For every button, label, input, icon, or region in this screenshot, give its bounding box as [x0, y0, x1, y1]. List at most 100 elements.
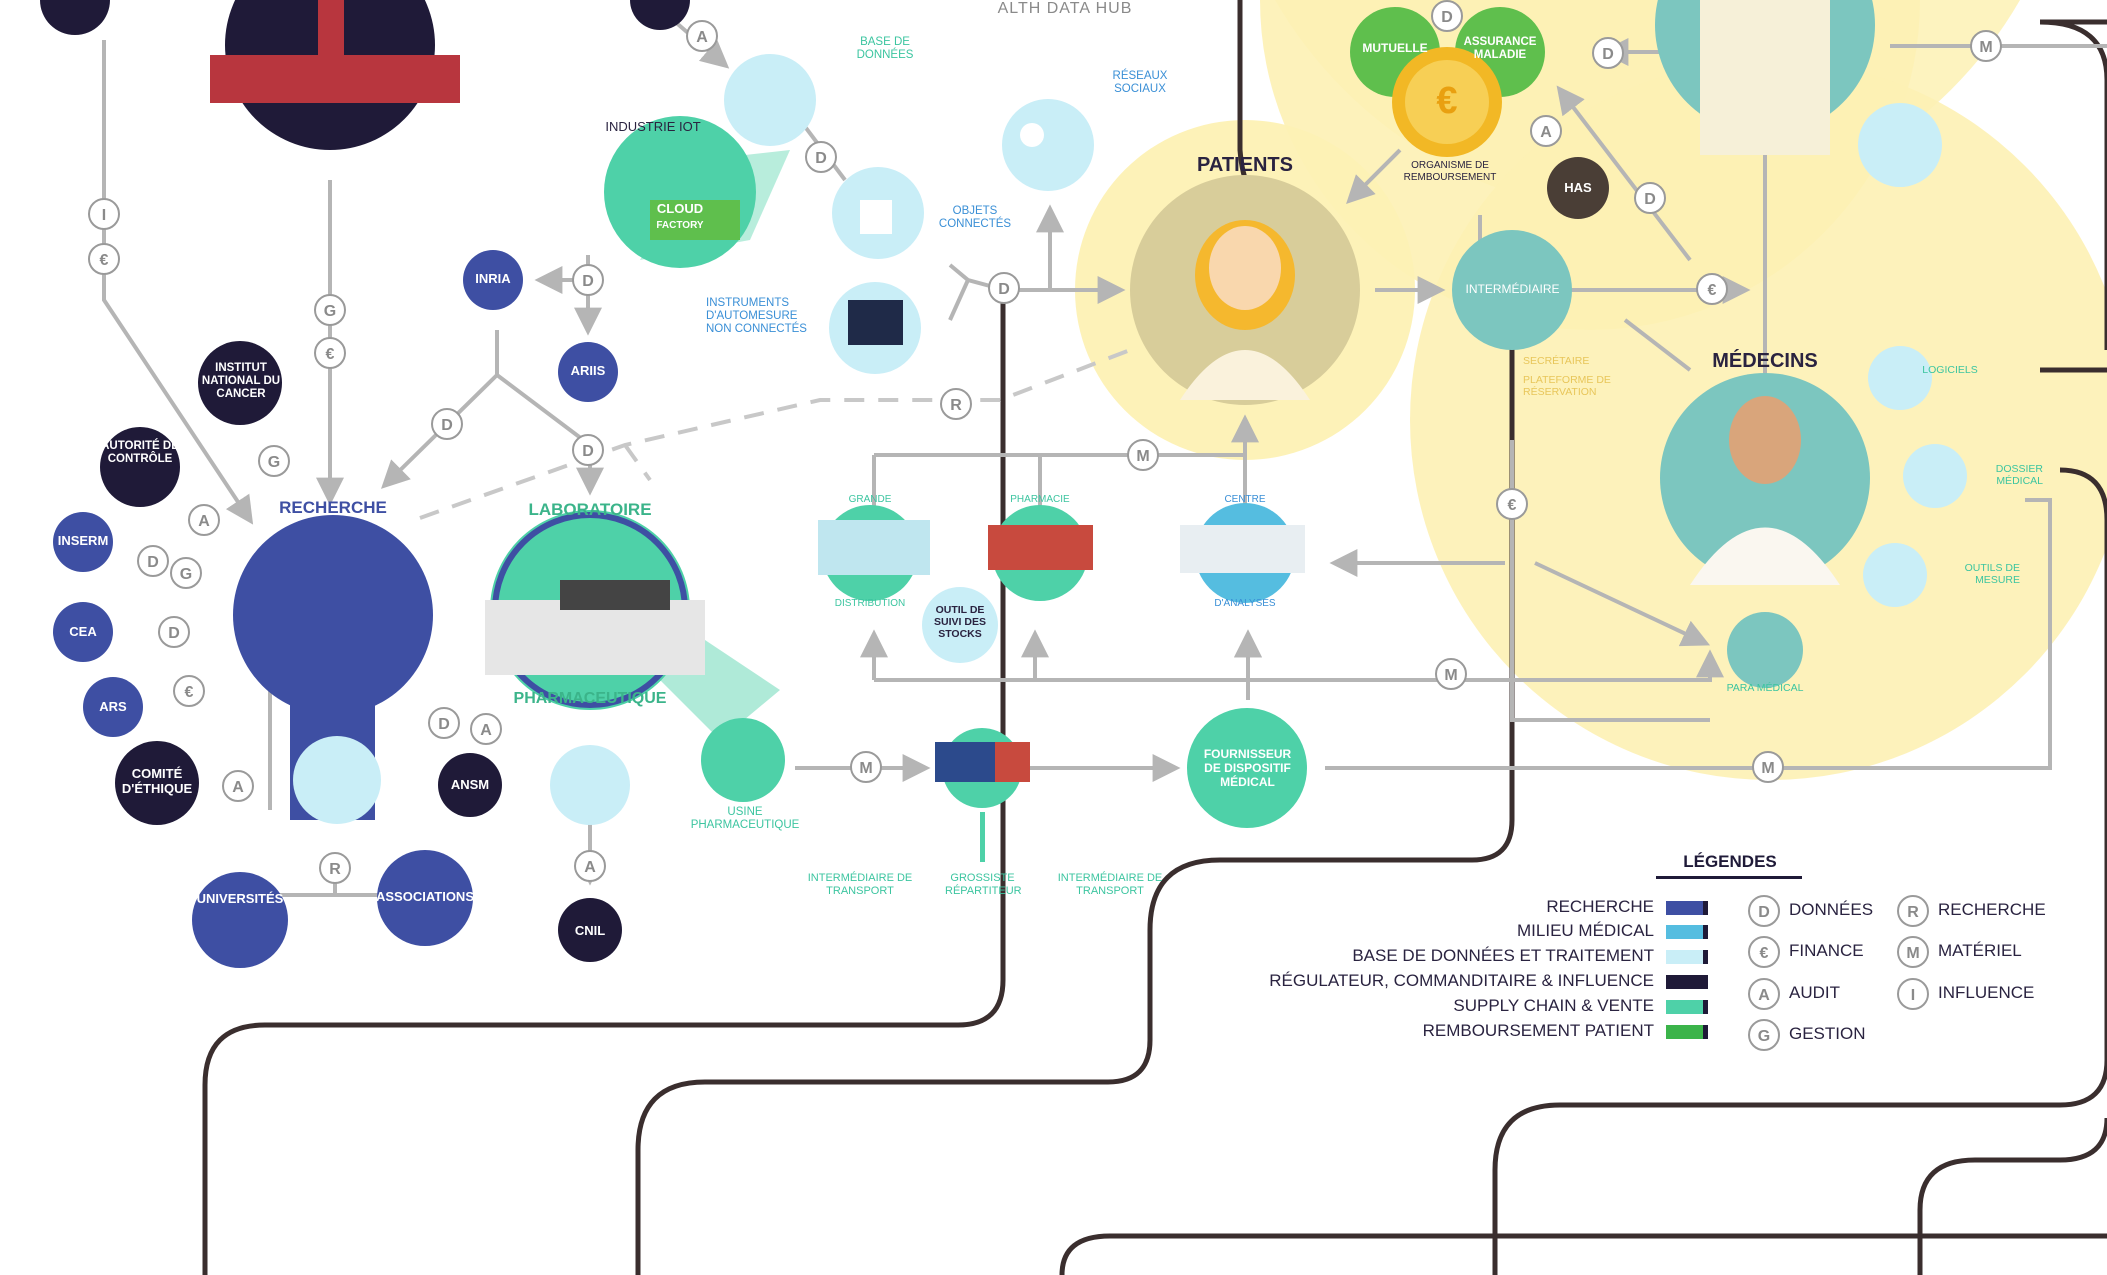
- grossiste-label: GROSSISTE RÉPARTITEUR: [945, 872, 1022, 897]
- intermediaire-transport-1: INTERMÉDIAIRE DE TRANSPORT: [807, 872, 913, 897]
- legend-key-a: AUDIT: [1789, 983, 1840, 1002]
- base-de-donnees-label: BASE DE DONNÉES: [856, 36, 914, 62]
- badge-a: A: [1530, 115, 1562, 147]
- legend-swatch-supply: [1666, 1000, 1708, 1014]
- legend-base: BASE DE DONNÉES ET TRAITEMENT: [1352, 946, 1654, 965]
- dark-tracks: [202, 0, 2107, 1275]
- badge-a: A: [188, 504, 220, 536]
- legend-title: LÉGENDES: [1683, 852, 1777, 871]
- industrie-iot-title: INDUSTRIE IOT: [605, 119, 701, 134]
- devices-cluster: [829, 99, 1094, 374]
- badge-i: I: [88, 198, 120, 230]
- badge-euro: €: [1696, 273, 1728, 305]
- legend-key-a-badge: A: [1748, 978, 1780, 1010]
- dashed-research: [419, 348, 1131, 520]
- badge-d: D: [572, 264, 604, 296]
- badge-d: D: [1431, 0, 1463, 32]
- badge-g: G: [258, 445, 290, 477]
- comite-ethique-label: COMITÉ D'ÉTHIQUE: [121, 766, 193, 796]
- badge-euro: €: [173, 675, 205, 707]
- badge-d: D: [1592, 37, 1624, 69]
- factory-label: FACTORY: [656, 219, 704, 231]
- usine-pharma-label: USINE PHARMACEUTIQUE: [690, 806, 800, 832]
- grande-distribution-bottom: DISTRIBUTION: [834, 598, 906, 609]
- research-cluster: [40, 0, 690, 968]
- autorite-controle-label: AUTORITÉ DE CONTRÔLE: [101, 440, 179, 466]
- reseaux-sociaux-label: RÉSEAUX SOCIAUX: [1112, 70, 1168, 96]
- organisme-label: ORGANISME DE REMBOURSEMENT: [1403, 160, 1497, 183]
- legend-key-r-badge: R: [1897, 895, 1929, 927]
- legend-key-euro: FINANCE: [1789, 941, 1864, 960]
- legend-key-m-badge: M: [1897, 936, 1929, 968]
- badge-m: M: [1970, 30, 2002, 62]
- euro-symbol: €: [1436, 80, 1458, 122]
- pharmaceutique-title: PHARMACEUTIQUE: [513, 690, 667, 707]
- badge-d: D: [572, 434, 604, 466]
- badge-m: M: [1752, 751, 1784, 783]
- para-medical-label: PARA MÉDICAL: [1726, 682, 1804, 694]
- logiciels-label: LOGICIELS: [1922, 364, 1978, 376]
- outil-stocks-label: OUTIL DE SUIVI DES STOCKS: [934, 604, 986, 641]
- badge-g: G: [170, 557, 202, 589]
- instruments-label: INSTRUMENTS D'AUTOMESURE NON CONNECTÉS: [706, 297, 807, 336]
- cnil-label: CNIL: [574, 923, 606, 938]
- header-fragment: ALTH DATA HUB: [997, 0, 1133, 17]
- legend-key-r: RECHERCHE: [1938, 900, 2046, 919]
- badge-d: D: [137, 545, 169, 577]
- badge-euro: €: [88, 243, 120, 275]
- ars-label: ARS: [99, 699, 127, 714]
- badge-r: R: [940, 388, 972, 420]
- legend-swatch-remboursement: [1666, 1025, 1708, 1039]
- intermediaire-label: INTERMÉDIAIRE: [1465, 282, 1560, 296]
- legend-key-g: GESTION: [1789, 1024, 1866, 1043]
- pharmacie-label: PHARMACIE: [1010, 494, 1070, 505]
- inria-label: INRIA: [475, 271, 511, 286]
- cea-label: CEA: [69, 624, 97, 639]
- recherche-title: RECHERCHE: [279, 498, 387, 517]
- institut-cancer-label: INSTITUT NATIONAL DU CANCER: [201, 362, 281, 401]
- legend-key-d: DONNÉES: [1789, 900, 1874, 919]
- legend-remboursement: REMBOURSEMENT PATIENT: [1422, 1021, 1654, 1040]
- badge-m: M: [850, 751, 882, 783]
- legend-key-g-badge: G: [1748, 1019, 1780, 1051]
- legend-title-underline: [1656, 876, 1802, 879]
- recherche-circle: [233, 515, 433, 715]
- legend-key-m: MATÉRIEL: [1938, 941, 2022, 960]
- legend-swatch-regulateur: [1666, 975, 1708, 989]
- badge-a: A: [222, 770, 254, 802]
- assurance-maladie-label: ASSURANCE MALADIE: [1463, 36, 1537, 62]
- badge-a: A: [470, 713, 502, 745]
- patients-title: PATIENTS: [1197, 154, 1293, 176]
- centre-bottom: D'ANALYSES: [1214, 598, 1276, 609]
- legend-key-i-badge: I: [1897, 978, 1929, 1010]
- plateforme-label: PLATEFORME DE RÉSERVATION: [1523, 374, 1611, 399]
- badge-euro: €: [1496, 488, 1528, 520]
- badge-a: A: [686, 20, 718, 52]
- badge-d: D: [431, 408, 463, 440]
- medecins-title: MÉDECINS: [1712, 350, 1818, 372]
- outils-mesure-label: OUTILS DE MESURE: [1964, 562, 2020, 587]
- supply-chain: [818, 503, 1307, 862]
- badge-euro: €: [314, 337, 346, 369]
- industrie-iot-circle: [604, 116, 756, 268]
- badge-d: D: [988, 272, 1020, 304]
- aries-label: ARIIS: [570, 363, 606, 378]
- badge-r: R: [319, 852, 351, 884]
- legend-key-euro-badge: €: [1748, 936, 1780, 968]
- badge-d: D: [1634, 182, 1666, 214]
- legend-swatch-recherche: [1666, 901, 1708, 915]
- cloud-factory: CLOUD FACTORY: [650, 201, 710, 232]
- inserm-label: INSERM: [57, 533, 109, 548]
- intermediaire-transport-2: INTERMÉDIAIRE DE TRANSPORT: [1057, 872, 1163, 897]
- legend-milieu: MILIEU MÉDICAL: [1517, 921, 1654, 940]
- badge-d: D: [158, 616, 190, 648]
- badge-g: G: [314, 294, 346, 326]
- objets-connectes-label: OBJETS CONNECTÉS: [938, 205, 1012, 231]
- lab-cluster: [485, 54, 816, 825]
- legend-swatch-milieu: [1666, 925, 1708, 939]
- legend-swatch-base: [1666, 950, 1708, 964]
- legend-supply: SUPPLY CHAIN & VENTE: [1453, 996, 1654, 1015]
- legend-recherche: RECHERCHE: [1546, 897, 1654, 916]
- legend-key-i: INFLUENCE: [1938, 983, 2035, 1002]
